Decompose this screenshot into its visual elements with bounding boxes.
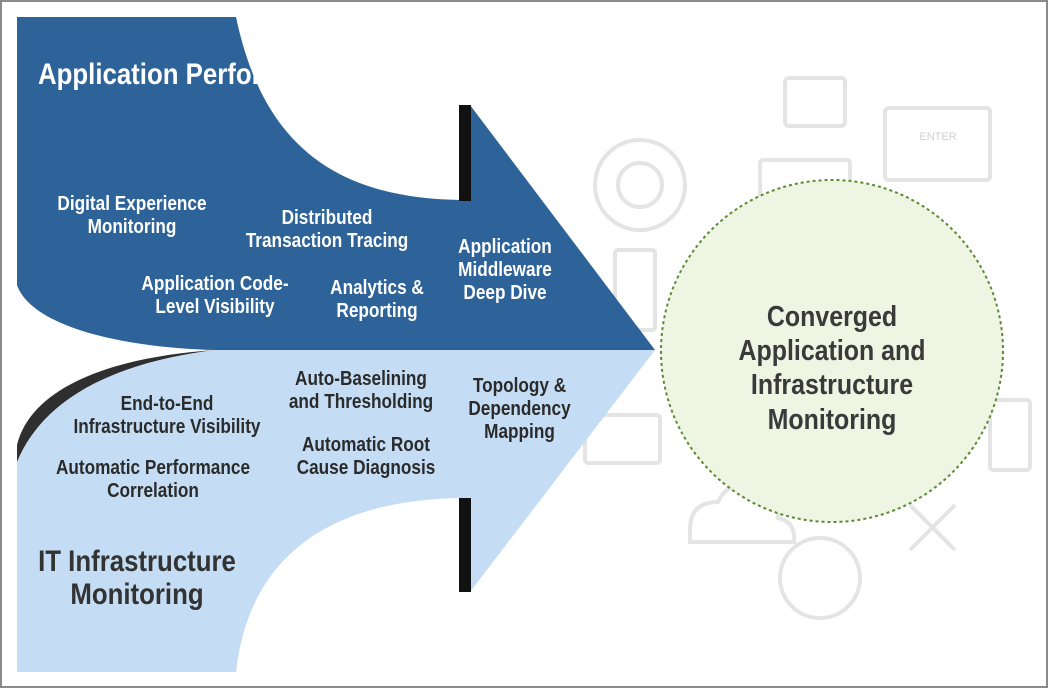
bottom-curl-shadow bbox=[17, 350, 215, 462]
monitor-enter-text: ENTER bbox=[919, 131, 956, 143]
itim-item-root-cause: Automatic Root Cause Diagnosis bbox=[296, 434, 436, 479]
itim-item-auto-baselining: Auto-Baselining and Thresholding bbox=[288, 368, 434, 413]
monitor-icon bbox=[883, 106, 992, 182]
apm-item-digital-experience: Digital Experience Monitoring bbox=[57, 193, 207, 238]
apm-item-distributed-tracing: Distributed Transaction Tracing bbox=[245, 207, 409, 252]
itim-title: IT Infrastructure Monitoring bbox=[38, 545, 236, 611]
top-shoulder-bar bbox=[459, 105, 471, 201]
apm-item-analytics: Analytics & Reporting bbox=[330, 277, 424, 322]
apm-item-middleware: Application Middleware Deep Dive bbox=[458, 236, 552, 304]
folder-icon bbox=[783, 76, 847, 128]
tools-icon bbox=[908, 503, 957, 552]
radar-inner-icon bbox=[616, 161, 664, 209]
radar-icon bbox=[593, 138, 687, 232]
itim-item-end-to-end: End-to-End Infrastructure Visibility bbox=[73, 393, 261, 438]
apm-title: Application Performance Monitoring bbox=[38, 58, 484, 91]
tower-icon bbox=[988, 398, 1032, 472]
itim-item-performance-correlation: Automatic Performance Correlation bbox=[55, 457, 251, 502]
itim-band bbox=[17, 350, 655, 672]
itim-item-topology: Topology & Dependency Mapping bbox=[468, 375, 571, 443]
apm-item-code-level: Application Code-Level Visibility bbox=[141, 273, 289, 318]
converged-circle bbox=[660, 179, 1004, 523]
apm-band bbox=[17, 17, 655, 350]
globe-icon bbox=[778, 536, 862, 620]
bottom-shoulder-bar bbox=[459, 498, 471, 592]
converged-title: Converged Application and Infrastructure… bbox=[738, 301, 926, 436]
